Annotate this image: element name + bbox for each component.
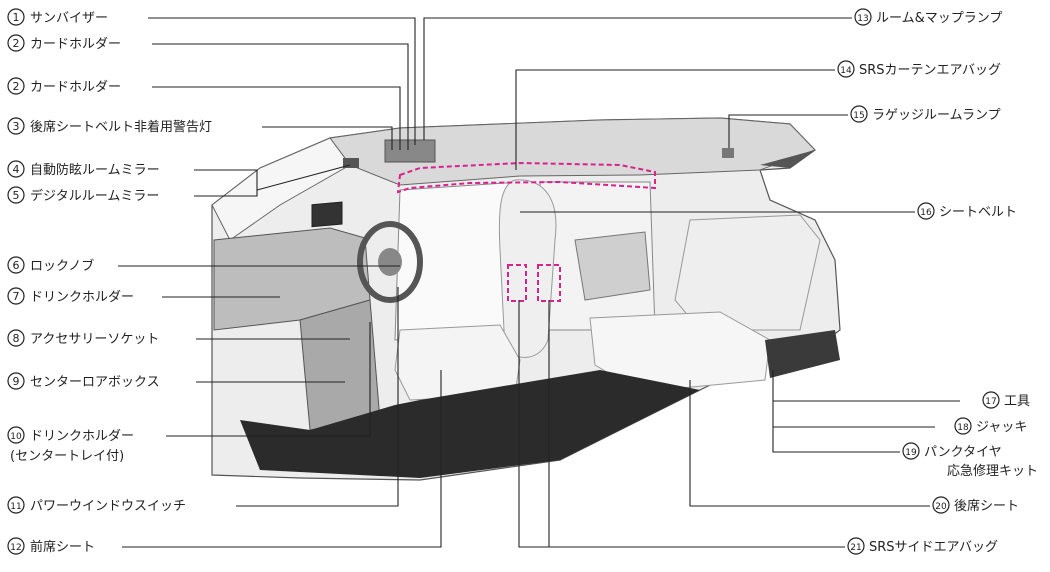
label-19: 19 パンクタイヤ 応急修理キット (902, 442, 1038, 479)
curtain-airbag-outline (396, 161, 656, 194)
label-4: 4 自動防眩ルームミラー (7, 160, 160, 178)
svg-text:2: 2 (13, 37, 20, 50)
svg-text:SRSサイドエアバッグ: SRSサイドエアバッグ (869, 540, 998, 555)
svg-text:アクセサリーソケット: アクセサリーソケット (30, 332, 159, 347)
label-2b: 2 カードホルダー (7, 77, 121, 95)
room-mirror (343, 158, 359, 168)
label-16: 16 シートベルト (917, 202, 1017, 220)
svg-text:3: 3 (13, 120, 20, 133)
svg-text:ドリンクホルダー: ドリンクホルダー (30, 290, 134, 305)
svg-text:20: 20 (935, 502, 947, 512)
side-airbag-outline-left (507, 264, 527, 302)
svg-text:パワーウインドウスイッチ: パワーウインドウスイッチ (30, 499, 186, 514)
label-7: 7 ドリンクホルダー (7, 287, 134, 305)
svg-text:17: 17 (985, 397, 996, 407)
svg-text:センターロアボックス: センターロアボックス (30, 375, 160, 390)
label-20: 20 後席シート (932, 496, 1019, 514)
svg-text:6: 6 (13, 259, 20, 272)
display (311, 201, 343, 228)
svg-text:2: 2 (13, 80, 20, 93)
label-12: 12 前席シート (7, 537, 95, 555)
svg-text:4: 4 (13, 163, 20, 176)
svg-text:カードホルダー: カードホルダー (30, 80, 121, 95)
label-3: 3 後席シートベルト非着用警告灯 (7, 117, 212, 135)
center-console (299, 299, 381, 431)
label-8: 8 アクセサリーソケット (7, 329, 159, 347)
svg-text:SRSカーテンエアバッグ: SRSカーテンエアバッグ (859, 63, 1001, 78)
car-illustration (211, 117, 841, 481)
label-10: 10 ドリンクホルダー (センタートレイ付) (7, 426, 134, 464)
luggage-floor (765, 330, 840, 378)
rear-seat-back (674, 214, 821, 331)
overhead-console (384, 139, 436, 163)
luggage-lamp (722, 148, 734, 158)
label-14: 14 SRSカーテンエアバッグ (837, 60, 1001, 78)
svg-text:(センタートレイ付): (センタートレイ付) (10, 449, 124, 464)
label-13: 13 ルーム&マップランプ (854, 8, 1002, 26)
steering-wheel (357, 221, 423, 303)
rear-hatch (760, 150, 815, 168)
rear-seat-cushion (589, 311, 771, 393)
svg-text:前席シート: 前席シート (30, 539, 95, 555)
svg-text:8: 8 (13, 332, 20, 345)
svg-text:11: 11 (10, 502, 21, 512)
label-1: 1 サンバイザー (7, 8, 108, 26)
svg-text:ロックノブ: ロックノブ (30, 258, 94, 274)
svg-text:シートベルト: シートベルト (939, 205, 1017, 220)
svg-text:1: 1 (13, 11, 20, 24)
svg-text:18: 18 (957, 423, 969, 433)
svg-text:自動防眩ルームミラー: 自動防眩ルームミラー (30, 162, 160, 178)
label-9: 9 センターロアボックス (7, 372, 160, 390)
label-21: 21 SRSサイドエアバッグ (847, 537, 998, 555)
svg-text:ジャッキ: ジャッキ (976, 420, 1027, 435)
svg-text:工具: 工具 (1004, 394, 1030, 409)
svg-text:5: 5 (13, 189, 20, 202)
svg-text:9: 9 (13, 375, 20, 388)
svg-text:21: 21 (850, 543, 861, 553)
svg-text:ルーム&マップランプ: ルーム&マップランプ (876, 11, 1002, 26)
svg-text:後席シートベルト非着用警告灯: 後席シートベルト非着用警告灯 (30, 119, 212, 135)
label-5: 5 デジタルルームミラー (7, 186, 159, 204)
svg-text:16: 16 (920, 208, 932, 218)
label-15: 15 ラゲッジルームランプ (850, 105, 1001, 123)
floor-mat (240, 370, 700, 478)
svg-text:13: 13 (857, 14, 868, 24)
label-18: 18 ジャッキ (954, 417, 1027, 435)
svg-text:14: 14 (840, 66, 852, 76)
label-17: 17 工具 (982, 391, 1030, 409)
svg-text:15: 15 (853, 111, 864, 121)
svg-text:サンバイザー: サンバイザー (30, 11, 108, 26)
rear-door-card (574, 231, 651, 301)
svg-text:パンクタイヤ: パンクタイヤ (924, 445, 1002, 460)
svg-text:カードホルダー: カードホルダー (30, 37, 121, 52)
svg-text:19: 19 (905, 448, 917, 458)
svg-text:10: 10 (10, 432, 22, 442)
leader-lines (118, 17, 960, 548)
label-2a: 2 カードホルダー (7, 34, 121, 52)
svg-text:応急修理キット: 応急修理キット (947, 464, 1038, 479)
svg-text:デジタルルームミラー: デジタルルームミラー (30, 188, 159, 204)
svg-text:ラゲッジルームランプ: ラゲッジルームランプ (872, 108, 1001, 123)
front-seat-back (498, 179, 557, 358)
svg-text:後席シート: 後席シート (954, 498, 1019, 514)
label-6: 6 ロックノブ (7, 256, 94, 274)
svg-text:7: 7 (13, 290, 20, 303)
svg-text:12: 12 (10, 543, 21, 553)
label-11: 11 パワーウインドウスイッチ (7, 496, 186, 514)
svg-text:ドリンクホルダー: ドリンクホルダー (30, 429, 134, 444)
